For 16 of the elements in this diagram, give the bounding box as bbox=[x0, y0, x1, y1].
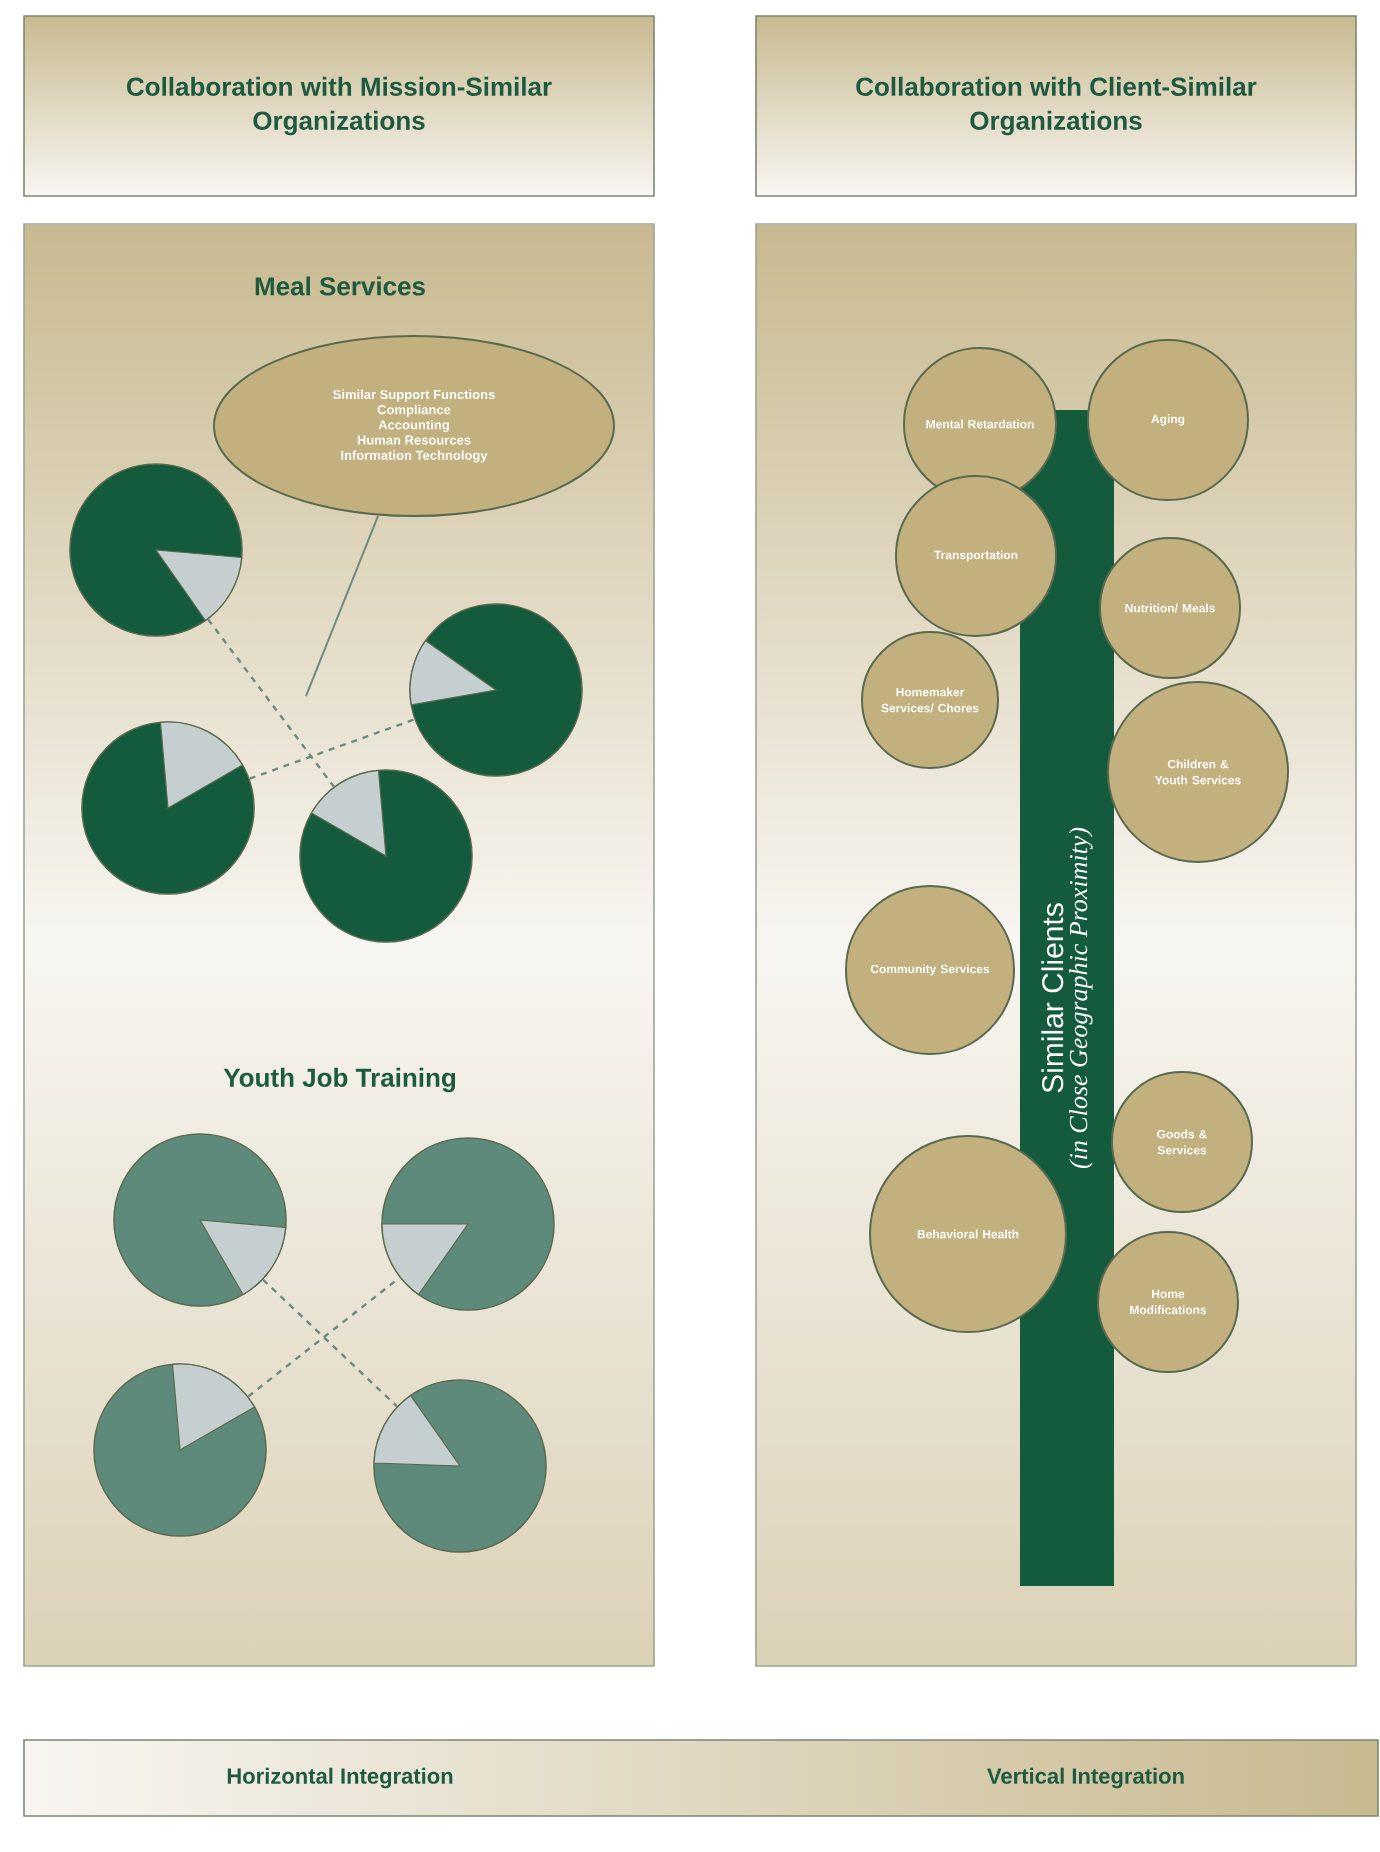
pie-chart-icon bbox=[381, 1137, 555, 1311]
pie-chart-icon bbox=[69, 463, 243, 637]
connector-line bbox=[249, 718, 415, 780]
connector-line bbox=[262, 1278, 398, 1408]
leader-line bbox=[305, 514, 380, 697]
header-box: Collaboration with Mission-Similar Organizations bbox=[23, 15, 655, 197]
pie-chart-icon bbox=[299, 769, 473, 943]
header-box: Collaboration with Client-Similar Organizations bbox=[755, 15, 1357, 197]
pie-chart-icon bbox=[93, 1363, 267, 1537]
connector-line bbox=[247, 1276, 401, 1398]
pie-chart-icon bbox=[81, 721, 255, 895]
pie-chart-icon bbox=[113, 1133, 287, 1307]
pie-chart-icon bbox=[409, 603, 583, 777]
connector-line bbox=[207, 618, 335, 788]
integration-band: Horizontal Integration Vertical Integration bbox=[23, 1739, 1379, 1817]
pie-chart-icon bbox=[373, 1379, 547, 1553]
